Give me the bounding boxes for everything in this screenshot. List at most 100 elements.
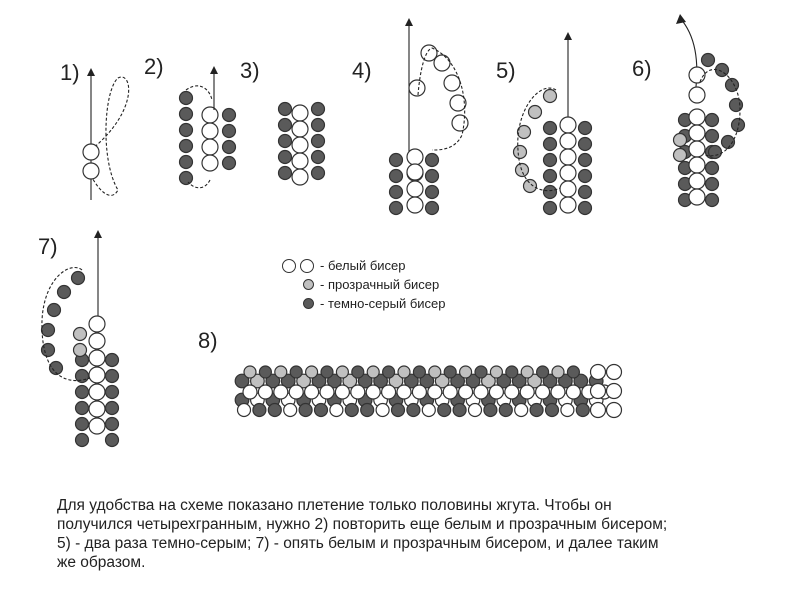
transparent-bead xyxy=(388,373,404,389)
dark-gray-bead xyxy=(412,365,426,379)
dark-gray-bead xyxy=(56,284,72,300)
legend-row-white: - белый бисер xyxy=(262,256,446,275)
white-bead xyxy=(565,384,582,400)
dark-gray-bead xyxy=(505,365,519,379)
dark-gray-bead xyxy=(511,373,527,389)
thread-path xyxy=(90,76,130,196)
white-bead xyxy=(504,384,520,400)
white-bead xyxy=(408,79,426,97)
thread-path xyxy=(185,85,213,189)
dark-gray-bead xyxy=(474,365,488,379)
caption-line-4: же образом. xyxy=(57,554,146,571)
white-bead xyxy=(427,384,443,400)
white-bead xyxy=(236,402,252,418)
arrow-head-icon xyxy=(87,68,95,76)
dark-gray-bead xyxy=(388,184,404,200)
dark-gray-bead xyxy=(577,184,593,200)
dark-gray-bead xyxy=(496,373,512,389)
white-bead xyxy=(559,196,577,214)
dark-gray-bead xyxy=(289,365,303,379)
dark-gray-bead xyxy=(265,373,281,389)
dark-gray-bead xyxy=(542,136,558,152)
dark-gray-bead xyxy=(40,342,56,358)
white-bead xyxy=(257,384,273,400)
step-label-8: 8) xyxy=(198,328,218,353)
dark-gray-bead xyxy=(277,101,293,117)
dark-gray-bead xyxy=(529,402,544,418)
step-label-2: 2) xyxy=(144,54,164,79)
white-bead xyxy=(291,168,309,186)
transparent-bead xyxy=(274,365,288,379)
instruction-caption: Для удобства на схеме показано плетение … xyxy=(57,496,777,572)
arrow-head-icon xyxy=(564,32,572,40)
white-bead xyxy=(605,401,623,419)
dark-gray-bead xyxy=(221,139,237,155)
white-bead xyxy=(291,104,309,122)
transparent-bead-icon xyxy=(303,279,314,290)
dark-gray-bead xyxy=(542,184,558,200)
dark-gray-bead xyxy=(178,170,194,186)
white-bead-icon xyxy=(282,258,296,273)
dark-gray-bead xyxy=(388,168,404,184)
white-bead xyxy=(291,152,309,170)
step-label-7: 7) xyxy=(38,234,58,259)
white-bead xyxy=(559,164,577,182)
dark-gray-bead xyxy=(450,373,466,389)
transparent-bead xyxy=(397,365,411,379)
white-bead xyxy=(88,383,106,401)
white-bead xyxy=(350,384,366,400)
dark-gray-bead xyxy=(575,402,590,418)
caption-line-1: Для удобства на схеме показано плетение … xyxy=(57,497,612,514)
dark-gray-bead xyxy=(443,365,457,379)
dark-gray-bead xyxy=(388,200,404,216)
white-bead xyxy=(605,382,623,400)
dark-gray-bead xyxy=(178,122,194,138)
dark-gray-bead xyxy=(46,302,62,318)
dark-gray-bead xyxy=(542,200,558,216)
white-bead xyxy=(88,315,106,333)
step-label-6: 6) xyxy=(632,56,652,81)
legend-text-transparent: - прозрачный бисер xyxy=(320,277,440,292)
dark-gray-bead xyxy=(542,152,558,168)
dark-gray-bead xyxy=(310,117,326,133)
white-bead xyxy=(283,402,298,418)
dark-gray-bead xyxy=(728,97,744,113)
white-bead xyxy=(291,120,309,138)
white-bead xyxy=(688,140,706,158)
transparent-bead xyxy=(72,342,88,358)
transparent-bead xyxy=(551,365,565,379)
white-bead xyxy=(88,349,106,367)
transparent-bead xyxy=(481,373,496,389)
white-bead xyxy=(605,363,623,381)
white-bead xyxy=(88,366,106,384)
dark-gray-bead xyxy=(452,402,467,418)
white-bead xyxy=(381,384,397,400)
dark-gray-bead xyxy=(178,90,194,106)
dark-gray-bead xyxy=(704,192,720,208)
legend-row-dark: - темно-серый бисер xyxy=(262,294,446,313)
dark-gray-bead xyxy=(178,106,194,122)
white-bead xyxy=(688,66,706,84)
white-bead xyxy=(560,402,575,418)
dark-gray-bead xyxy=(730,117,746,133)
dark-gray-bead xyxy=(74,432,90,448)
dark-gray-bead xyxy=(48,360,64,376)
dark-gray-bead xyxy=(498,402,513,418)
white-bead xyxy=(406,163,424,181)
white-bead xyxy=(589,401,607,419)
white-bead xyxy=(421,402,436,418)
legend: - белый бисер - прозрачный бисер - темно… xyxy=(262,256,446,313)
thread-path xyxy=(699,68,741,157)
white-bead xyxy=(242,384,258,400)
dark-gray-bead xyxy=(424,168,440,184)
dark-gray-bead xyxy=(573,373,589,389)
transparent-bead xyxy=(428,365,442,379)
dark-gray-bead xyxy=(577,168,593,184)
dark-gray-bead xyxy=(221,107,237,123)
white-bead xyxy=(82,143,100,161)
dark-gray-bead xyxy=(234,373,250,389)
dark-gray-bead xyxy=(404,373,419,389)
dark-gray-bead xyxy=(360,402,375,418)
dark-gray-bead xyxy=(104,432,120,448)
